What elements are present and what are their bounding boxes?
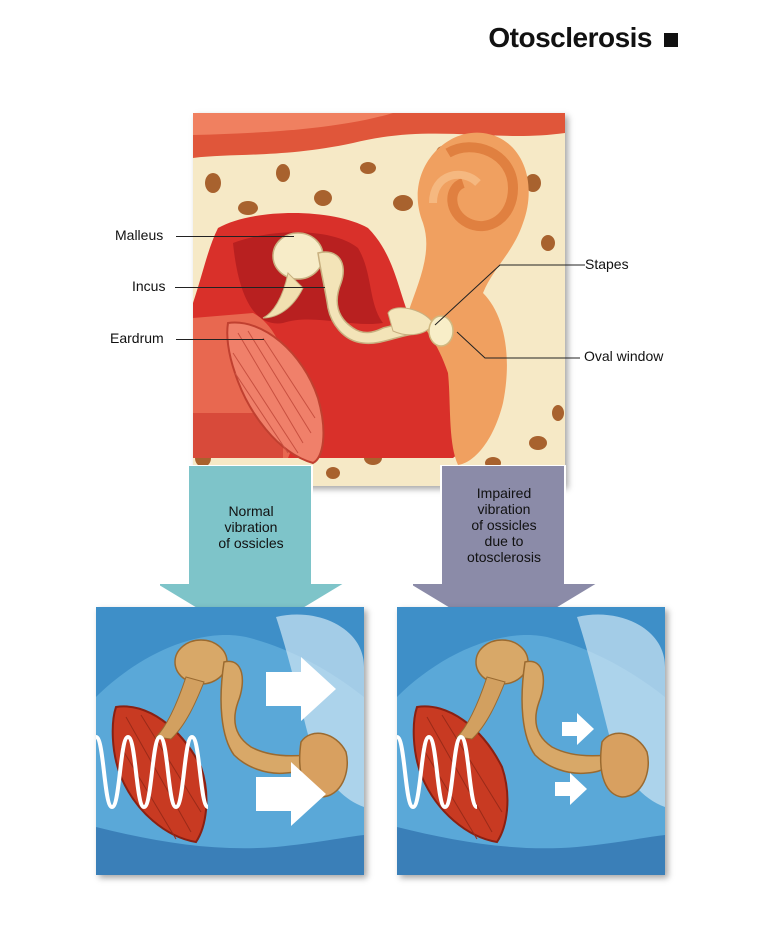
page-title: Otosclerosis (488, 22, 678, 54)
ear-anatomy-illustration (193, 113, 565, 486)
impaired-text-line-3: of ossicles (471, 517, 537, 533)
eardrum-label: Eardrum (110, 330, 164, 346)
stapes-leader-line (434, 264, 585, 326)
normal-text-line-2: vibration (224, 519, 278, 535)
title-text: Otosclerosis (488, 22, 652, 53)
incus-label: Incus (132, 278, 166, 294)
impaired-vibration-text: Impaired vibration of ossicles due to ot… (445, 485, 563, 565)
normal-vibration-text: Normal vibration of ossicles (192, 503, 310, 551)
eardrum-leader-line (176, 339, 264, 340)
oval-window-label: Oval window (584, 348, 664, 364)
impaired-ossicle-vibration-illustration (397, 607, 665, 875)
oval-window-leader-line (456, 331, 580, 359)
normal-ossicle-vibration-illustration (96, 607, 364, 875)
incus-leader-line (175, 287, 325, 288)
normal-text-line-3: of ossicles (218, 535, 284, 551)
impaired-text-line-5: otosclerosis (467, 549, 541, 565)
impaired-text-line-1: Impaired (476, 485, 532, 501)
impaired-text-line-2: vibration (477, 501, 531, 517)
title-square-bullet (664, 33, 678, 47)
normal-text-line-1: Normal (228, 503, 274, 519)
malleus-label: Malleus (115, 227, 164, 243)
ear-anatomy-svg (193, 113, 565, 486)
stapes-label: Stapes (585, 256, 629, 272)
malleus-leader-line (176, 236, 294, 237)
impaired-text-line-4: due to (484, 533, 524, 549)
